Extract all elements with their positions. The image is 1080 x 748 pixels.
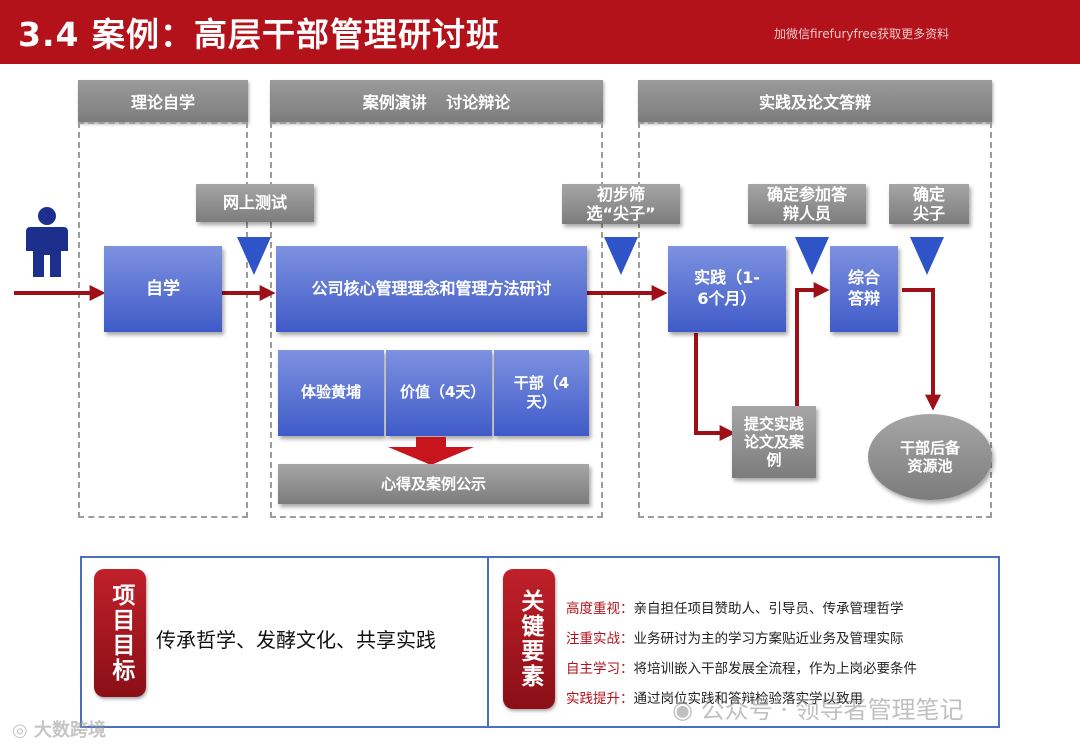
confirm-top-marker: [910, 237, 944, 275]
watermark-left-icon: ◎: [12, 720, 34, 741]
sub-box-cadre: 干部（4天）: [494, 350, 589, 436]
confirm-top-box: 确定尖子: [889, 184, 969, 224]
flow-arrows: [14, 282, 941, 441]
arrow-to-defense: [795, 282, 830, 408]
phase-region-practice-defense: [638, 122, 992, 518]
online-test-box: 网上测试: [196, 184, 314, 222]
key-element-1: 注重实战：业务研讨为主的学习方案贴近业务及管理实际: [566, 627, 904, 647]
key-element-text: 将培训嵌入干部发展全流程，作为上岗必要条件: [633, 661, 918, 677]
self-study-box: 自学: [104, 246, 222, 332]
submit-box: 提交实践论文及案例: [732, 406, 816, 478]
key-element-2: 自主学习：将培训嵌入干部发展全流程，作为上岗必要条件: [566, 657, 917, 677]
phase-region-self-study: [78, 122, 248, 518]
key-element-text: 业务研讨为主的学习方案贴近业务及管理实际: [633, 631, 904, 647]
practice-box: 实践（1-6个月）: [668, 246, 786, 332]
key-element-label: 自主学习：: [566, 661, 634, 677]
page-title: 3.4 案例：高层干部管理研讨班: [18, 15, 500, 54]
goals-tag: 项目目标: [94, 569, 146, 697]
key-element-text: 亲自担任项目赞助人、引导员、传承管理哲学: [633, 601, 904, 617]
key-element-label: 注重实战：: [566, 631, 634, 647]
reserve-pool-ellipse: 干部后备资源池: [868, 414, 992, 500]
arrow-to-pool: [902, 288, 941, 411]
goals-text: 传承哲学、发酵文化、共享实践: [156, 628, 436, 652]
core-seminar-box: 公司核心管理理念和管理方法研讨: [276, 246, 587, 332]
phase-header-self-study: 理论自学: [78, 80, 248, 122]
confirm-participants-marker: [795, 237, 829, 275]
title-bar: 3.4 案例：高层干部管理研讨班 加微信firefuryfree获取更多资料: [0, 0, 1080, 64]
key-element-3: 实践提升：通过岗位实践和答辩检验落实学以致用: [566, 687, 863, 707]
key-element-text: 通过岗位实践和答辩检验落实学以致用: [633, 691, 864, 707]
confirm-participants-box: 确定参加答辩人员: [748, 184, 866, 224]
key-elements-tag: 关键要素: [503, 569, 555, 709]
watermark-left: ◎ 大数跨境: [12, 716, 106, 742]
down-arrow-icon: [388, 437, 474, 465]
goals-tag-label: 项目目标: [107, 583, 134, 683]
phase-header-practice-defense: 实践及论文答辩: [638, 80, 992, 122]
key-element-0: 高度重视：亲自担任项目赞助人、引导员、传承管理哲学: [566, 597, 904, 617]
watermark-right-text: 公众号 · 领导者管理笔记: [700, 696, 964, 724]
arrow-to-submit: [694, 333, 736, 441]
phase-region-case-discussion: [270, 122, 603, 518]
summary-divider: [487, 556, 489, 728]
prescreen-marker: [604, 237, 638, 275]
prescreen-box: 初步筛选“尖子”: [562, 184, 680, 224]
insights-box: 心得及案例公示: [278, 464, 589, 504]
key-elements-tag-label: 关键要素: [516, 589, 543, 689]
phase-header-case-discussion: 案例演讲 讨论辩论: [270, 80, 603, 122]
wechat-icon: ◉: [672, 696, 701, 724]
key-element-label: 高度重视：: [566, 601, 634, 617]
person-icon: [26, 207, 68, 277]
key-element-label: 实践提升：: [566, 691, 634, 707]
watermark-left-text: 大数跨境: [33, 720, 106, 741]
sub-box-value: 价值（4天）: [386, 350, 492, 436]
sub-box-huangpu: 体验黄埔: [278, 350, 384, 436]
online-test-marker: [237, 237, 271, 275]
wechat-note: 加微信firefuryfree获取更多资料: [774, 27, 950, 41]
defense-box: 综合答辩: [830, 246, 898, 332]
watermark-right: ◉ 公众号 · 领导者管理笔记: [672, 690, 963, 725]
